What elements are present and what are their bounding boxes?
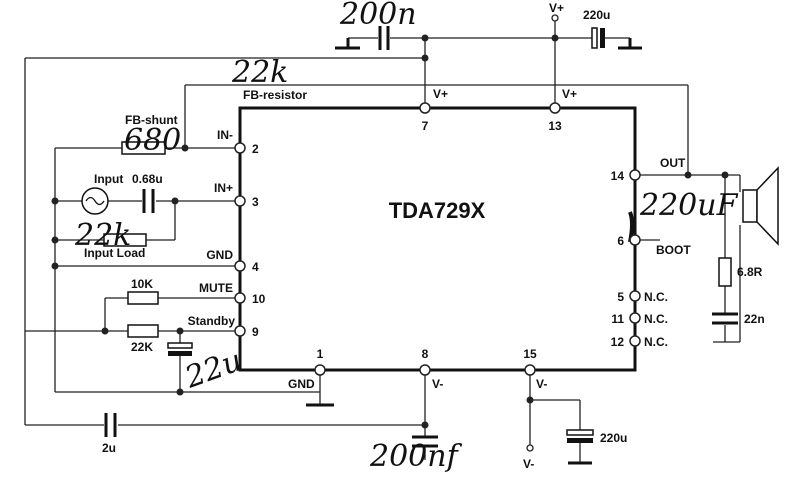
- handwritten-top-cap: 200n: [339, 0, 417, 32]
- pin-number-15: 15: [523, 347, 537, 361]
- pin-number-2: 2: [252, 142, 259, 156]
- resistor-6r8: [718, 257, 732, 287]
- pin-label-vplus7: V+: [433, 87, 448, 101]
- pin-label-mute: MUTE: [199, 281, 233, 295]
- top-right-ground-symbol: [618, 38, 642, 50]
- pin-number-7: 7: [422, 119, 429, 133]
- pin-label-in-plus: IN+: [214, 181, 233, 195]
- handwritten-shunt: 680: [124, 123, 181, 158]
- pin-label-gnd1: GND: [288, 377, 315, 391]
- label-2u: 2u: [102, 441, 116, 455]
- vminus-terminal-bottom: [526, 444, 534, 452]
- pin-label-vminus8: V-: [432, 377, 443, 391]
- pin-label-vminus15: V-: [536, 377, 547, 391]
- pin-number-9: 9: [252, 325, 259, 339]
- label-220u-bottom: 220u: [600, 431, 627, 445]
- input-capacitor: [142, 189, 155, 213]
- label-fb-resistor: FB-resistor: [243, 88, 307, 102]
- handwritten-load: 22k: [74, 218, 131, 253]
- fb-shunt-resistor: [121, 141, 166, 155]
- speaker-icon: [742, 166, 779, 246]
- label-rail-vminus: V-: [523, 457, 534, 471]
- input-signal-source: [81, 187, 109, 215]
- label-220u-top: 220u: [583, 8, 610, 22]
- pin-number-4: 4: [252, 260, 259, 274]
- label-rail-vplus: V+: [549, 1, 564, 15]
- pin-label-out: OUT: [660, 156, 686, 170]
- label-fb-shunt: FB-shunt: [125, 113, 178, 127]
- capacitor-2u: [104, 413, 117, 437]
- label-22n: 22n: [744, 312, 765, 326]
- label-input: Input: [94, 172, 123, 186]
- resistor-10k: [127, 291, 159, 305]
- pin-markers: [234, 102, 641, 376]
- bottom-capacitor-200nf: [412, 435, 438, 448]
- pin-label-nc12: N.C.: [644, 335, 668, 349]
- vplus-terminal-top: [551, 14, 559, 22]
- label-6r8: 6.8R: [737, 265, 763, 279]
- pin-number-5: 5: [617, 290, 624, 304]
- electrolytic-cap-220u-top: [591, 27, 605, 49]
- label-10k: 10K: [131, 277, 153, 291]
- label-input-load: Input Load: [84, 246, 145, 260]
- pin-label-vplus13: V+: [562, 87, 577, 101]
- input-load-resistor: [103, 233, 147, 247]
- label-22k: 22K: [131, 340, 153, 354]
- pin-label-nc5: N.C.: [644, 290, 668, 304]
- pin-number-14: 14: [611, 169, 625, 183]
- pin-label-gnd: GND: [206, 248, 233, 262]
- pin-number-10: 10: [252, 292, 266, 306]
- pin-number-11: 11: [611, 312, 624, 326]
- junction-dots: [51, 34, 729, 429]
- pin-number-8: 8: [422, 347, 429, 361]
- chip-body: [238, 106, 637, 372]
- standby-capacitor: [167, 342, 193, 356]
- capacitor-22n: [712, 312, 738, 325]
- handwritten-boot-cap: 220uF: [639, 188, 739, 223]
- handwritten-fb-res: 22k: [231, 55, 288, 90]
- pin-number-12: 12: [611, 335, 625, 349]
- pin-number-3: 3: [252, 195, 259, 209]
- pin-label-nc11: N.C.: [644, 312, 668, 326]
- label-input-cap: 0.68u: [132, 172, 163, 186]
- top-capacitor-200n: [378, 26, 390, 50]
- pin-number-6: 6: [617, 234, 624, 248]
- pin-label-in-minus: IN-: [217, 128, 233, 142]
- top-ground-symbol: [335, 38, 360, 50]
- pin-label-standby: Standby: [188, 314, 236, 328]
- handwritten-standby-cap: 22u: [180, 343, 247, 396]
- pin-label-boot: BOOT: [656, 243, 691, 257]
- chip-name: TDA729X: [389, 198, 486, 223]
- pin-number-1: 1: [317, 347, 324, 361]
- electrolytic-cap-220u-bottom: [566, 429, 594, 465]
- handwritten-bottom-cap: 200nf: [369, 439, 463, 474]
- resistor-22k: [127, 324, 159, 338]
- pin-number-13: 13: [548, 119, 562, 133]
